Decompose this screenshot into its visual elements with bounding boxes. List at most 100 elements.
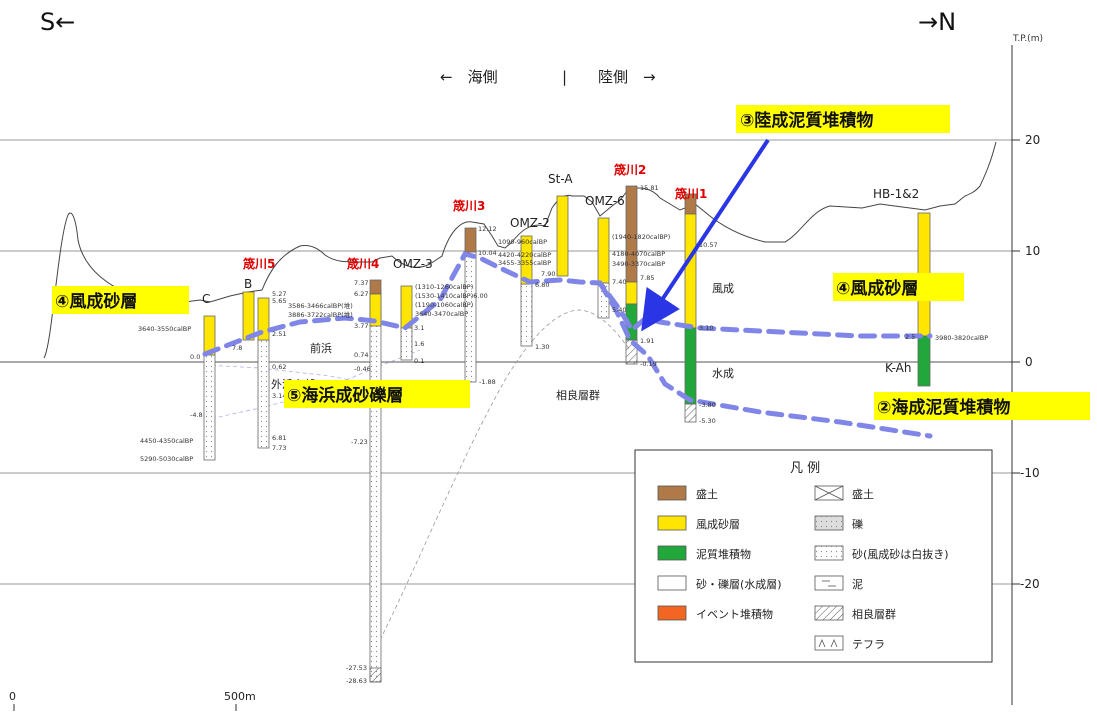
depth-value: -27.53 [346, 664, 367, 672]
depth-value: 2.51 [272, 330, 286, 338]
depth-value: 5.27 [272, 290, 286, 298]
pattern-swatch-mud [814, 575, 844, 591]
pattern-swatch-gravel [814, 515, 844, 531]
borehole-hb-mud [917, 335, 931, 387]
age-annotation: 4420-4220calBP [498, 251, 551, 259]
unit-label: T.P.(m) [1012, 34, 1043, 44]
depth-value: 1.30 [535, 343, 549, 351]
depth-value: 0.1 [414, 357, 424, 365]
borehole-label-omz2: OMZ-2 [510, 216, 550, 230]
depth-value: 0.0 [190, 353, 200, 361]
borehole-label-hb: HB-1&2 [873, 187, 919, 201]
depth-value: 0.62 [272, 363, 286, 371]
borehole-label-omz6: OMZ-6 [585, 194, 625, 208]
borehole-t2-aeolian [625, 281, 638, 305]
legend-label: 盛土 [696, 487, 718, 501]
depth-value: 3.10 [699, 324, 713, 332]
depth-value: 10.04 [478, 249, 497, 257]
age-annotation: 3490-3370calBP [612, 260, 665, 268]
north-label: →N [918, 8, 956, 36]
age-annotation: 4450-4350calBP [140, 437, 193, 445]
legend-swatch-sand-gravel [657, 575, 687, 591]
depth-value: 3.1 [414, 324, 424, 332]
age-annotation: 4180-4070calBP [612, 250, 665, 258]
borehole-t5-aeolian [257, 297, 270, 341]
depth-value: 12.12 [478, 225, 497, 233]
legend-swatch-fill [657, 485, 687, 501]
legend-label: 礫 [852, 517, 863, 531]
borehole-t3-fill [464, 227, 477, 253]
scale-bar: 0 500m [9, 690, 256, 711]
age-annotation: 1090-960calBP [498, 238, 547, 246]
depth-value: 6.27 [354, 290, 368, 298]
south-label: S← [40, 8, 75, 36]
legend-label: 相良層群 [852, 607, 896, 621]
scale-start-label: 0 [9, 690, 16, 703]
depth-value: 1.91 [640, 337, 654, 345]
depth-value: 6.80 [535, 281, 549, 289]
sea-side-label: ← 海側 [440, 68, 498, 86]
pattern-swatch-fill [814, 485, 844, 501]
depth-value: 15.81 [640, 184, 659, 192]
borehole-label-b: B [244, 277, 252, 291]
unit-label-fusei: 風成 [712, 282, 734, 295]
borehole-label-c: C [202, 292, 210, 306]
legend-label: テフラ [852, 638, 885, 651]
callout-box-5 [284, 380, 470, 408]
borehole-b-aeolian [242, 291, 255, 341]
legend-box [634, 449, 993, 663]
terrain-surface [43, 141, 997, 359]
y-tick-label: 20 [1025, 133, 1040, 147]
borehole-t1-sagara [684, 403, 697, 423]
callout-text-4a: ④風成砂層 [55, 291, 137, 312]
legend-swatch-aeolian [657, 515, 687, 531]
legend: 凡 例 盛土 風成砂層 泥質堆積物 砂・礫層(水成層) イベント堆積物 盛土 礫… [634, 449, 993, 663]
borehole-omz6-aeolian [597, 217, 610, 284]
depth-value: 7.8 [232, 344, 242, 352]
legend-label: 泥質堆積物 [696, 547, 751, 561]
legend-label: 砂・礫層(水成層) [696, 577, 782, 591]
marine-mud-correlation-line [597, 280, 933, 439]
legend-title: 凡 例 [790, 461, 820, 476]
callout-box-2 [874, 392, 1090, 420]
depth-value: 1.6 [414, 340, 424, 348]
callout-box-3 [736, 105, 950, 133]
land-side-label: 陸側 → [598, 68, 656, 86]
age-annotation: 3980-3820calBP [935, 334, 988, 342]
legend-label: 風成砂層 [696, 518, 740, 531]
depth-value: 0.74 [354, 351, 368, 359]
borehole-label-tsukugawa5: 筬川5 [242, 256, 275, 271]
borehole-label-tsukugawa4: 筬川4 [346, 256, 379, 271]
callout-text-2: ②海成泥質堆積物 [877, 397, 1010, 418]
borehole-t4-aeolian [369, 293, 382, 327]
borehole-label-tsukugawa2: 筬川2 [613, 162, 646, 177]
age-annotation: (1530-1410calBP)6.00 [415, 292, 488, 300]
depth-value: -4.8 [190, 411, 203, 419]
y-tick-label: -20 [1020, 577, 1040, 591]
unit-label-maehama: 前浜 [310, 341, 332, 355]
depth-value: -5.30 [699, 417, 716, 425]
depth-value: 3.77 [354, 322, 368, 330]
borehole-sta-aeolian [556, 195, 569, 277]
borehole-t2-sagara [625, 339, 638, 365]
legend-label: イベント堆積物 [696, 607, 773, 621]
age-annotation: 3455-3355calBP [498, 259, 551, 267]
borehole-omz2-aeolian [520, 235, 533, 285]
depth-value: 7.85 [640, 274, 654, 282]
y-tick-label: -10 [1020, 466, 1040, 480]
pattern-swatch-sand [814, 545, 844, 561]
depth-value: -1.88 [479, 378, 496, 386]
legend-label: 盛土 [852, 487, 874, 501]
depth-value: 10.57 [699, 241, 718, 249]
legend-label: 砂(風成砂は白抜き) [852, 547, 949, 561]
pattern-swatch-tephra [814, 635, 844, 651]
aeolian-base-correlation-line [202, 251, 933, 357]
borehole-t1-mud [684, 327, 697, 405]
unit-label-sagara: 相良層群 [556, 388, 600, 402]
depth-value: -0.46 [354, 365, 371, 373]
borehole-label-sta: St-A [548, 172, 573, 186]
y-tick-label: 10 [1025, 244, 1040, 258]
callout-text-4b: ④風成砂層 [836, 278, 918, 299]
depth-value: 5.65 [272, 297, 286, 305]
